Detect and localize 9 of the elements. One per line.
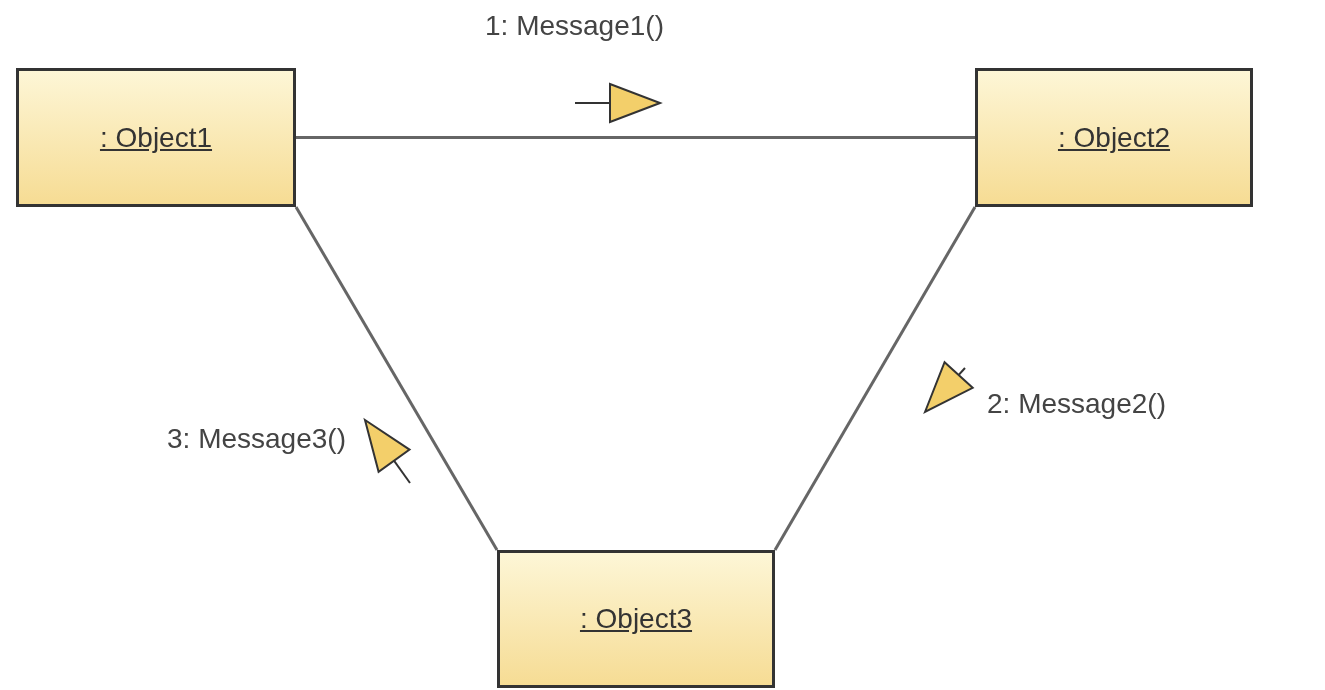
object-name: : Object2: [1057, 121, 1171, 154]
object-box: [975, 68, 1253, 207]
object-name: : Object3: [579, 603, 693, 635]
link-line: [296, 136, 975, 139]
object-box: [497, 550, 775, 688]
object-box: [16, 68, 296, 207]
link-line: [773, 206, 977, 551]
object-name: : Object1: [99, 121, 213, 154]
link-line: [294, 206, 499, 551]
